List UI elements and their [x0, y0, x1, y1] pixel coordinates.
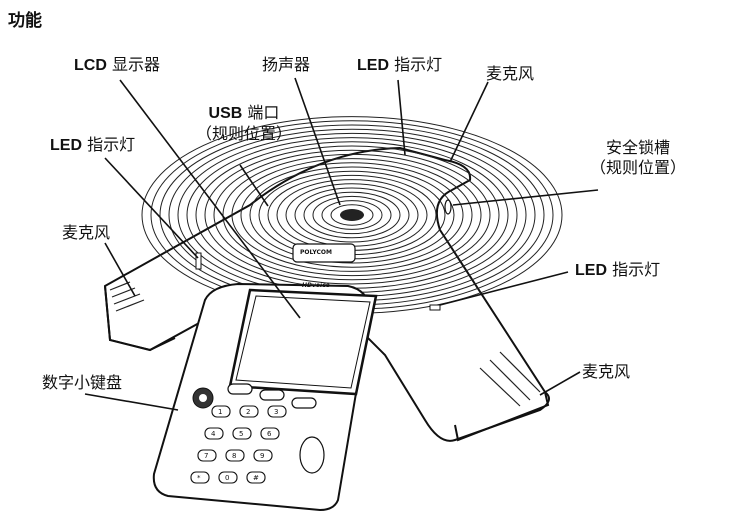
- label-keypad: 数字小键盘: [42, 373, 122, 393]
- label-lcd-display: LCD 显示器: [74, 55, 160, 76]
- nav-ring-center: [199, 394, 207, 402]
- hdvoice-logo: HDvoice: [302, 282, 330, 289]
- label-usb-port: USB 端口 （规则位置）: [190, 103, 298, 144]
- security-slot: [445, 200, 451, 214]
- led-right-indicator: [430, 305, 440, 310]
- keypad-key-label: 7: [204, 452, 208, 460]
- label-security-slot: 安全锁槽 （规则位置）: [578, 138, 698, 178]
- keypad-key-label: *: [197, 474, 201, 482]
- label-led-top: LED 指示灯: [357, 55, 442, 76]
- volume-control: [300, 437, 324, 473]
- keypad-key-label: 0: [225, 474, 229, 482]
- lcd-screen: [230, 290, 376, 394]
- keypad-key-label: 6: [267, 430, 272, 438]
- keypad-key-label: 9: [260, 452, 264, 460]
- led-left-indicator: [196, 253, 201, 269]
- label-led-right: LED 指示灯: [575, 260, 660, 281]
- keypad-key-label: #: [253, 474, 259, 482]
- keypad-key-label: 8: [232, 452, 236, 460]
- label-mic-top-right: 麦克风: [486, 64, 534, 84]
- keypad-key-label: 4: [211, 430, 216, 438]
- polycom-brand: POLYCOM: [300, 249, 332, 256]
- keypad-key-label: 5: [239, 430, 243, 438]
- keypad-key-label: 1: [218, 408, 222, 416]
- label-mic-bottom-right: 麦克风: [582, 362, 630, 382]
- label-mic-left: 麦克风: [62, 223, 110, 243]
- speaker-center: [340, 209, 364, 221]
- keypad-key-label: 2: [246, 408, 250, 416]
- label-speaker: 扬声器: [262, 55, 310, 75]
- keypad-key-label: 3: [274, 408, 278, 416]
- label-led-left: LED 指示灯: [50, 135, 135, 156]
